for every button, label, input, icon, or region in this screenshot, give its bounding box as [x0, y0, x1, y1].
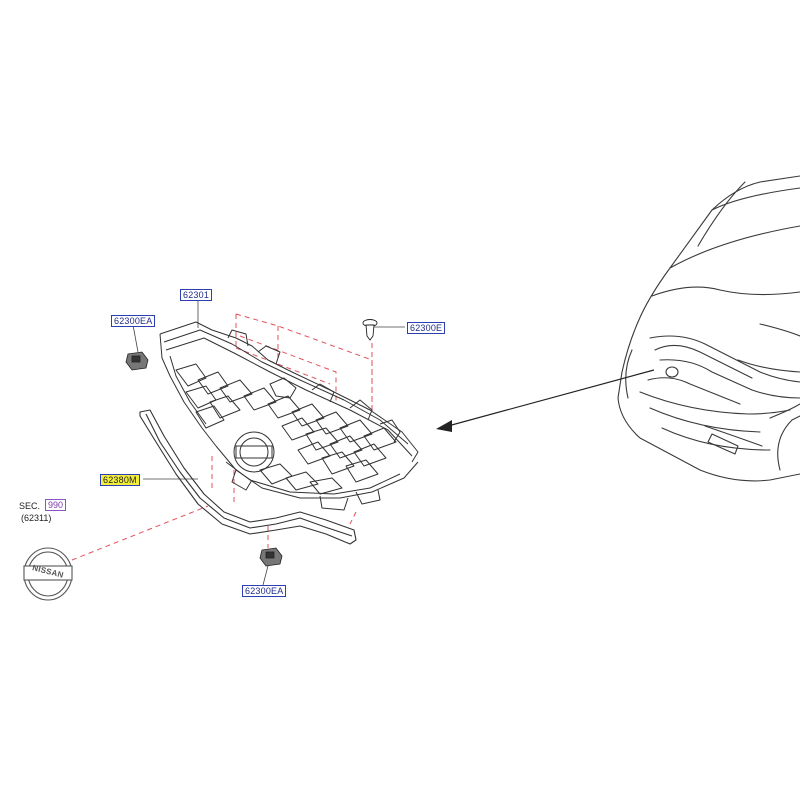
pointer-arrow [436, 369, 655, 432]
nissan-emblem-icon [23, 547, 73, 601]
callout-62380M: 62380M [100, 474, 140, 486]
callout-62300EA-top: 62300EA [111, 315, 156, 327]
leader-lines [132, 296, 405, 586]
vehicle-outline [617, 175, 800, 482]
push-rivet [362, 319, 378, 341]
callout-62300EA-bottom: 62300EA [242, 585, 287, 597]
clip-top-left [125, 351, 149, 371]
clip-bottom [259, 547, 283, 567]
sec-part-number: (62311) [21, 513, 52, 523]
sec-prefix: SEC. [19, 501, 41, 511]
sec-number: 990 [45, 499, 67, 511]
grille-assembly [159, 321, 419, 511]
chrome-trim [139, 409, 357, 545]
assembly-dashed-lines [71, 313, 373, 561]
callout-62300E: 62300E [407, 322, 446, 334]
callout-62301: 62301 [180, 289, 213, 301]
